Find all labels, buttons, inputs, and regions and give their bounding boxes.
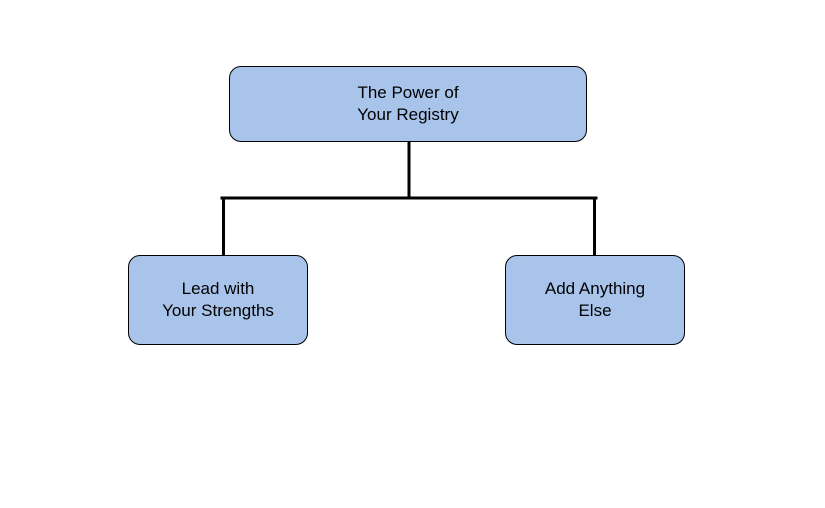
child-node-line-2: Your Strengths [162, 301, 274, 320]
child-node-label: Lead with Your Strengths [162, 278, 274, 322]
root-node-line-2: Your Registry [357, 105, 459, 124]
child-node-line-1: Add Anything [544, 279, 646, 298]
child-node-line-2: Else [578, 301, 612, 320]
child-node-lead-with-strengths[interactable]: Lead with Your Strengths [128, 255, 308, 345]
root-node-line-1: The Power of [357, 83, 459, 102]
root-node-label: The Power of Your Registry [357, 82, 458, 126]
child-node-label: Add Anything Else [545, 278, 645, 322]
root-node[interactable]: The Power of Your Registry [229, 66, 587, 142]
child-node-add-anything-else[interactable]: Add Anything Else [505, 255, 685, 345]
child-node-line-1: Lead with [181, 279, 255, 298]
